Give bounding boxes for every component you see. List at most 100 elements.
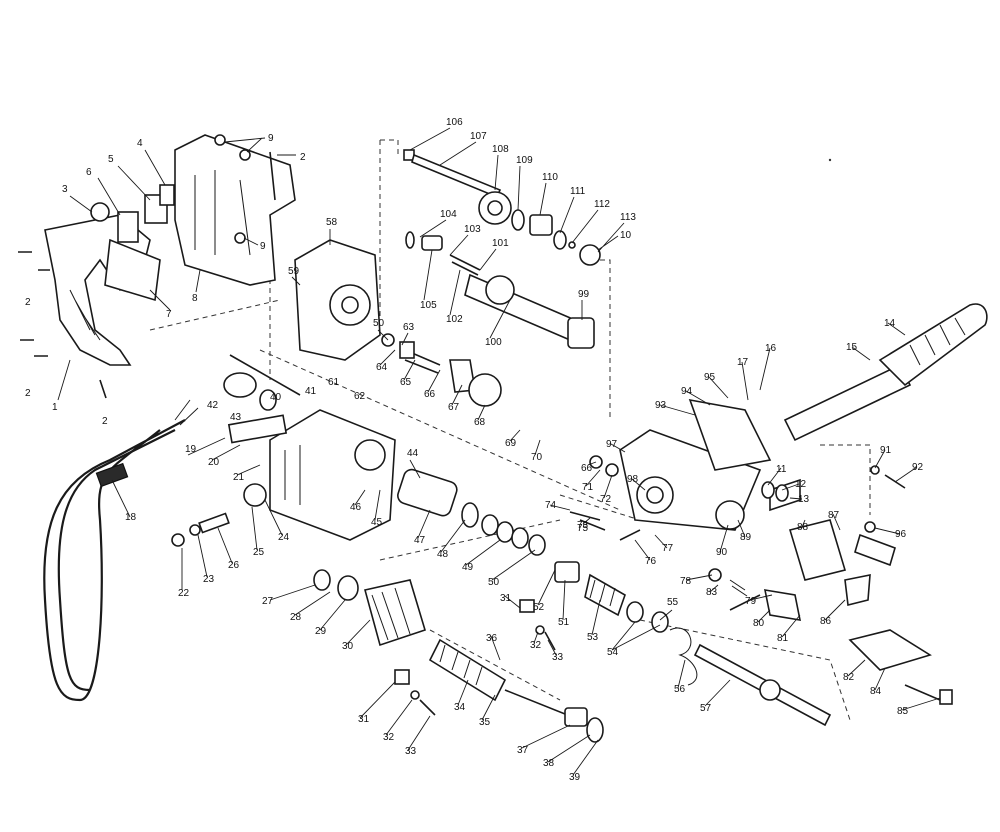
label-112: 112 xyxy=(594,199,610,210)
side-handle-part-14 xyxy=(783,303,988,442)
label-56: 56 xyxy=(674,684,686,695)
label-42: 42 xyxy=(207,400,219,411)
label-4: 4 xyxy=(137,138,143,149)
label-67: 67 xyxy=(448,402,460,413)
label-8: 8 xyxy=(192,293,198,304)
label-86: 86 xyxy=(820,616,832,627)
label-113: 113 xyxy=(620,212,636,223)
middle-shaft-assembly xyxy=(405,231,595,349)
label-28: 28 xyxy=(290,612,302,623)
label-78: 78 xyxy=(680,576,692,587)
label-26: 26 xyxy=(228,560,240,571)
label-55: 55 xyxy=(667,597,679,608)
label-52: 52 xyxy=(533,602,545,613)
label-69: 69 xyxy=(505,438,517,449)
label-53: 53 xyxy=(587,632,599,643)
label-109: 109 xyxy=(516,155,533,166)
label-47: 47 xyxy=(414,535,426,546)
label-35: 35 xyxy=(479,717,491,728)
label-33-b: 33 xyxy=(405,746,417,757)
label-104: 104 xyxy=(440,209,457,220)
label-48: 48 xyxy=(437,549,449,560)
label-39: 39 xyxy=(569,772,581,783)
label-20: 20 xyxy=(208,457,220,468)
label-31-a: 31 xyxy=(500,593,512,604)
handle-assembly xyxy=(18,134,296,399)
label-71: 71 xyxy=(582,482,594,493)
assembly-guide-lines xyxy=(149,139,871,721)
label-13: 13 xyxy=(798,494,810,505)
label-29: 29 xyxy=(315,626,327,637)
label-15: 15 xyxy=(846,342,858,353)
switch-part-6 xyxy=(117,211,139,243)
label-108: 108 xyxy=(492,144,509,155)
label-50-a: 50 xyxy=(488,577,500,588)
label-18: 18 xyxy=(125,512,137,523)
label-21: 21 xyxy=(233,472,245,483)
label-58: 58 xyxy=(326,217,338,228)
label-105: 105 xyxy=(420,300,437,311)
label-89: 89 xyxy=(740,532,752,543)
gear-part-68 xyxy=(468,373,502,407)
label-31-b: 31 xyxy=(358,714,370,725)
label-49: 49 xyxy=(462,562,474,573)
gear-housing-part-97 xyxy=(619,398,772,531)
label-57: 57 xyxy=(700,703,712,714)
label-23: 23 xyxy=(203,574,215,585)
label-51: 51 xyxy=(558,617,570,628)
motor-housing-part-45 xyxy=(223,354,396,541)
small-parts xyxy=(171,455,641,716)
label-32-b: 32 xyxy=(383,732,395,743)
frame-part-8 xyxy=(174,134,296,286)
switch-part-7 xyxy=(104,238,161,302)
label-83: 83 xyxy=(706,587,718,598)
clutch-assembly xyxy=(708,465,953,705)
label-68: 68 xyxy=(474,417,486,428)
label-9-a: 9 xyxy=(268,133,274,144)
label-7: 7 xyxy=(166,309,172,320)
label-99: 99 xyxy=(578,289,590,300)
label-27: 27 xyxy=(262,596,274,607)
label-2-a: 2 xyxy=(25,297,31,308)
label-3: 3 xyxy=(62,184,68,195)
label-90: 90 xyxy=(716,547,728,558)
upper-shaft-assembly xyxy=(403,149,601,266)
label-79: 79 xyxy=(745,596,757,607)
armature-part-34 xyxy=(428,638,507,702)
label-81: 81 xyxy=(777,633,789,644)
label-16: 16 xyxy=(765,343,777,354)
lever-part-4 xyxy=(159,184,175,206)
label-76: 76 xyxy=(645,556,657,567)
label-2-b: 2 xyxy=(25,388,31,399)
motor-assembly xyxy=(313,468,832,743)
label-30: 30 xyxy=(342,641,354,652)
label-110: 110 xyxy=(542,172,558,183)
label-5: 5 xyxy=(108,154,114,165)
bearing-part-99 xyxy=(567,317,595,349)
label-64: 64 xyxy=(376,362,388,373)
label-101: 101 xyxy=(492,238,509,249)
label-40: 40 xyxy=(270,392,282,403)
label-2-d: 2 xyxy=(300,152,306,163)
label-2-c: 2 xyxy=(102,416,108,427)
label-85: 85 xyxy=(897,706,909,717)
label-54: 54 xyxy=(607,647,619,658)
label-106: 106 xyxy=(446,117,463,128)
label-17: 17 xyxy=(737,357,749,368)
label-37: 37 xyxy=(517,745,529,756)
label-70: 70 xyxy=(531,452,543,463)
label-72: 72 xyxy=(600,494,612,505)
label-1: 1 xyxy=(52,402,58,413)
label-11: 11 xyxy=(776,464,787,475)
label-9-b: 9 xyxy=(260,241,266,252)
label-59: 59 xyxy=(288,266,300,277)
label-92: 92 xyxy=(912,462,924,473)
label-84: 84 xyxy=(870,686,882,697)
label-80: 80 xyxy=(753,618,765,629)
label-100: 100 xyxy=(485,337,502,348)
label-34: 34 xyxy=(454,702,466,713)
label-96: 96 xyxy=(895,529,907,540)
label-41: 41 xyxy=(305,386,317,397)
label-82: 82 xyxy=(843,672,855,683)
